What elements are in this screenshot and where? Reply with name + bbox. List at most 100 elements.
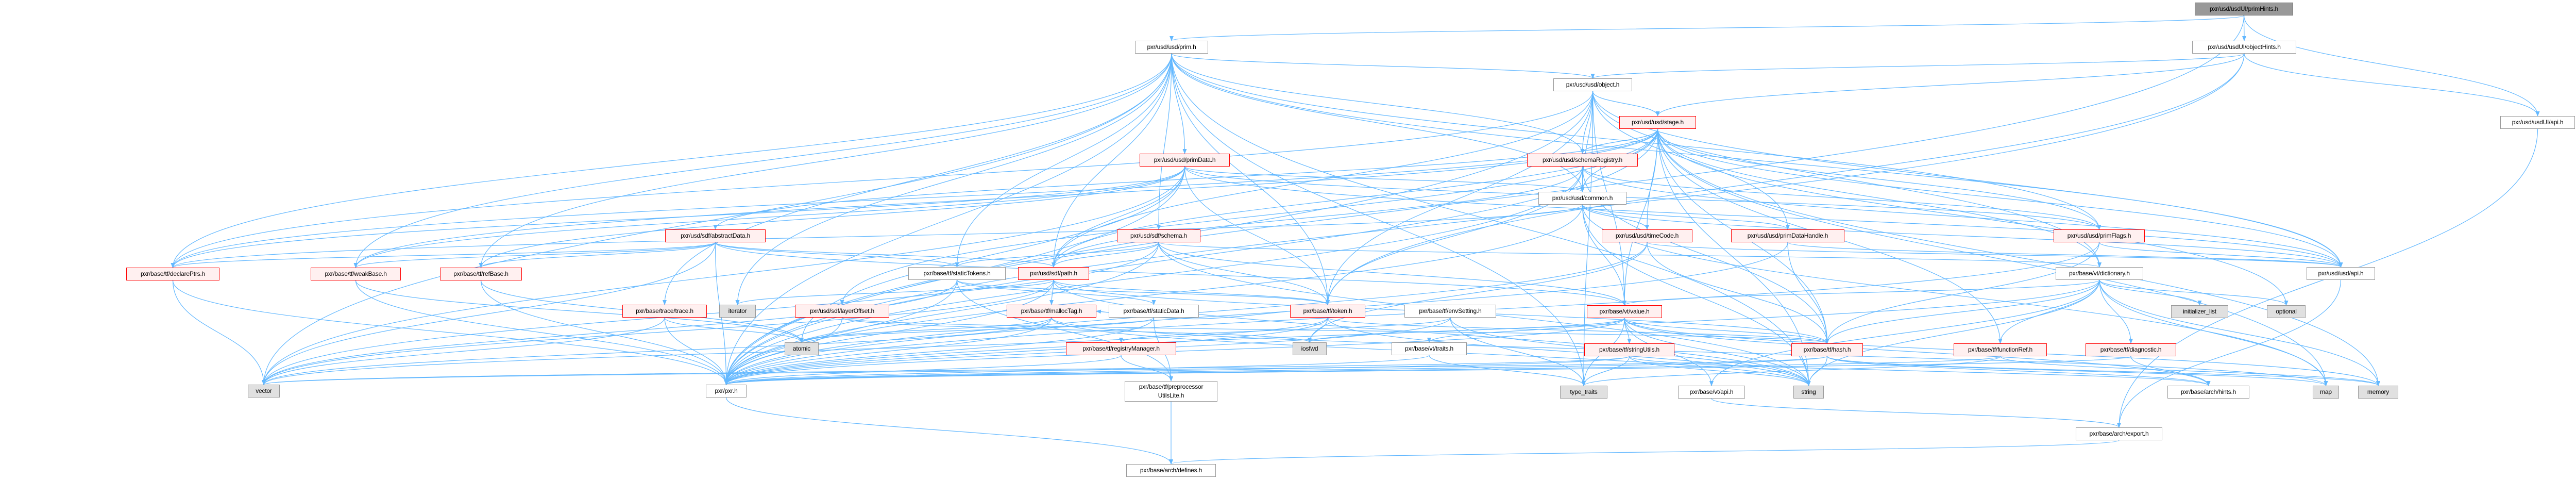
graph-node-prim-hints[interactable]: pxr/usd/usdUI/primHints.h bbox=[2195, 3, 2293, 15]
edge-functionRef-to-memory bbox=[1999, 356, 2380, 386]
edge-prim-to-declarePtrs bbox=[171, 53, 1172, 268]
graph-node-usd-api[interactable]: pxr/usd/usd/api.h bbox=[2307, 267, 2375, 280]
graph-node-type-traits[interactable]: type_traits bbox=[1560, 386, 1607, 399]
edge-prim-to-refBase bbox=[479, 53, 1172, 268]
edge-prim-to-staticTokens bbox=[955, 53, 1172, 268]
graph-node-static-tokens[interactable]: pxr/base/tf/staticTokens.h bbox=[908, 267, 1006, 280]
edge-common-to-timeCode bbox=[1582, 204, 1649, 230]
edge-primFlags-to-usdApi bbox=[2098, 242, 2343, 268]
graph-node-optional[interactable]: optional bbox=[2267, 305, 2306, 318]
edge-common-to-value bbox=[1582, 204, 1626, 306]
graph-node-pxr[interactable]: pxr/pxr.h bbox=[706, 385, 747, 398]
edge-prim-to-primData bbox=[1171, 53, 1187, 154]
graph-node-time-code[interactable]: pxr/usd/usd/timeCode.h bbox=[1602, 229, 1692, 242]
graph-node-iterator[interactable]: iterator bbox=[719, 305, 756, 318]
edge-weakBase-to-atomic bbox=[355, 280, 804, 343]
edge-abstractData-to-vector bbox=[262, 242, 716, 385]
edge-token-to-string bbox=[1327, 317, 1811, 386]
graph-node-memory[interactable]: memory bbox=[2358, 386, 2398, 399]
graph-node-env-setting[interactable]: pxr/base/tf/envSetting.h bbox=[1404, 305, 1496, 318]
graph-node-atomic[interactable]: atomic bbox=[785, 342, 819, 355]
edge-primData-to-refBase bbox=[479, 166, 1185, 268]
edge-staticData-to-pxr bbox=[724, 317, 1155, 385]
graph-node-vector[interactable]: vector bbox=[248, 385, 280, 398]
graph-node-stage[interactable]: pxr/usd/usd/stage.h bbox=[1619, 116, 1696, 129]
edge-abstractData-to-staticTokens bbox=[715, 242, 959, 268]
graph-node-schema[interactable]: pxr/usd/sdf/schema.h bbox=[1117, 229, 1200, 242]
edge-object-to-declarePtrs bbox=[171, 91, 1594, 268]
graph-node-schema-registry[interactable]: pxr/usd/usd/schemaRegistry.h bbox=[1527, 154, 1638, 167]
graph-node-abstract-data[interactable]: pxr/usd/sdf/abstractData.h bbox=[665, 229, 766, 242]
edge-diagnostic-to-archHints bbox=[2130, 356, 2211, 386]
graph-node-object-hints[interactable]: pxr/usd/usdUI/objectHints.h bbox=[2192, 41, 2296, 54]
graph-node-diagnostic[interactable]: pxr/base/tf/diagnostic.h bbox=[2086, 343, 2176, 356]
edge-path-to-pxr bbox=[724, 279, 1054, 385]
graph-node-arch-defines[interactable]: pxr/base/arch/defines.h bbox=[1126, 464, 1216, 477]
edge-object-to-schemaRegistry bbox=[1580, 91, 1594, 154]
edge-prim-to-string bbox=[1171, 53, 1811, 386]
edge-path-to-iterator bbox=[735, 279, 1054, 305]
edge-primHints-to-usdUIapi bbox=[2243, 15, 2540, 117]
graph-node-vt-traits[interactable]: pxr/base/vt/traits.h bbox=[1392, 342, 1467, 355]
graph-node-function-ref[interactable]: pxr/base/tf/functionRef.h bbox=[1954, 343, 2047, 356]
graph-node-arch-export[interactable]: pxr/base/arch/export.h bbox=[2076, 427, 2162, 440]
edge-object-to-type_traits bbox=[1582, 91, 1594, 386]
edge-abstractData-to-weakBase bbox=[353, 242, 716, 268]
graph-node-prim[interactable]: pxr/usd/usd/prim.h bbox=[1135, 41, 1208, 54]
graph-node-hash[interactable]: pxr/base/tf/hash.h bbox=[1791, 343, 1863, 356]
graph-node-string-utils[interactable]: pxr/base/tf/stringUtils.h bbox=[1584, 343, 1674, 356]
edge-timeCode-to-iosfwd bbox=[1308, 242, 1648, 343]
edge-prim-to-type_traits bbox=[1171, 53, 1586, 386]
graph-node-usd-u-iapi[interactable]: pxr/usd/usdUI/api.h bbox=[2500, 116, 2575, 129]
graph-node-value[interactable]: pxr/base/vt/value.h bbox=[1587, 305, 1662, 318]
edge-hash-to-archHints bbox=[1826, 356, 2211, 386]
edge-staticData-to-atomic bbox=[800, 317, 1155, 343]
edge-primDataHandle-to-hash bbox=[1787, 242, 1829, 344]
graph-node-declare-ptrs[interactable]: pxr/base/tf/declarePtrs.h bbox=[126, 268, 219, 280]
graph-node-iosfwd[interactable]: iosfwd bbox=[1293, 342, 1327, 355]
graph-node-object[interactable]: pxr/usd/usd/object.h bbox=[1553, 78, 1632, 91]
graph-node-ref-base[interactable]: pxr/base/tf/refBase.h bbox=[440, 268, 522, 280]
edge-layerOffset-to-hash bbox=[841, 317, 1829, 344]
graph-node-registry-manager[interactable]: pxr/base/tf/registryManager.h bbox=[1066, 342, 1176, 355]
graph-node-malloc-tag[interactable]: pxr/base/tf/mallocTag.h bbox=[1007, 305, 1096, 318]
edge-pxr-to-archDefines bbox=[725, 397, 1173, 465]
graph-node-dictionary[interactable]: pxr/base/vt/dictionary.h bbox=[2056, 267, 2143, 280]
edge-object-to-primDataHandle bbox=[1592, 91, 1790, 230]
edge-vtApi-to-archExport bbox=[1711, 398, 2121, 428]
graph-node-weak-base[interactable]: pxr/base/tf/weakBase.h bbox=[311, 268, 401, 280]
edge-declarePtrs-to-pxr bbox=[172, 280, 728, 385]
graph-node-prim-flags[interactable]: pxr/usd/usd/primFlags.h bbox=[2054, 229, 2145, 242]
graph-node-arch-hints[interactable]: pxr/base/arch/hints.h bbox=[2167, 386, 2249, 399]
graph-node-trace[interactable]: pxr/base/trace/trace.h bbox=[622, 305, 707, 318]
edge-primData-to-usdApi bbox=[1184, 166, 2343, 268]
graph-node-path[interactable]: pxr/usd/sdf/path.h bbox=[1018, 267, 1089, 280]
edge-weakBase-to-pxr bbox=[355, 280, 728, 385]
edge-primHints-to-prim bbox=[1170, 15, 2245, 41]
graph-node-token[interactable]: pxr/base/tf/token.h bbox=[1290, 305, 1365, 318]
graph-node-prim-data-handle[interactable]: pxr/usd/usd/primDataHandle.h bbox=[1731, 229, 1844, 242]
edge-schema-to-dictionary bbox=[1158, 242, 2102, 268]
edge-layerOffset-to-iosfwd bbox=[841, 317, 1312, 343]
edge-common-to-pxr bbox=[724, 204, 1583, 385]
graph-node-common[interactable]: pxr/usd/usd/common.h bbox=[1538, 192, 1626, 205]
edge-primData-to-primFlags bbox=[1184, 166, 2102, 230]
graph-node-initializer-list[interactable]: initializer_list bbox=[2171, 305, 2228, 318]
graph-node-string[interactable]: string bbox=[1793, 386, 1824, 399]
edge-dictionary-to-hash bbox=[1825, 279, 2100, 344]
edge-staticTokens-to-vector bbox=[262, 279, 958, 385]
edge-value-to-hash bbox=[1624, 318, 1829, 344]
edge-prim-to-iterator bbox=[735, 53, 1172, 305]
graph-node-static-data[interactable]: pxr/base/tf/staticData.h bbox=[1109, 305, 1199, 318]
graph-node-vt-api[interactable]: pxr/base/vt/api.h bbox=[1678, 386, 1745, 399]
edge-schema-to-staticTokens bbox=[955, 242, 1159, 268]
graph-node-map[interactable]: map bbox=[2313, 386, 2339, 399]
graph-node-preprocessor-utils-lite[interactable]: pxr/base/tf/preprocessor UtilsLite.h bbox=[1125, 381, 1217, 402]
edge-timeCode-to-hash bbox=[1647, 242, 1829, 344]
edge-hash-to-pxr bbox=[724, 356, 1828, 385]
edge-objectHints-to-object bbox=[1590, 53, 2245, 79]
edge-common-to-usdApi bbox=[1582, 204, 2343, 268]
edge-primFlags-to-hash bbox=[1825, 242, 2100, 344]
graph-node-layer-offset[interactable]: pxr/usd/sdf/layerOffset.h bbox=[795, 305, 889, 318]
graph-node-prim-data[interactable]: pxr/usd/usd/primData.h bbox=[1140, 154, 1230, 167]
